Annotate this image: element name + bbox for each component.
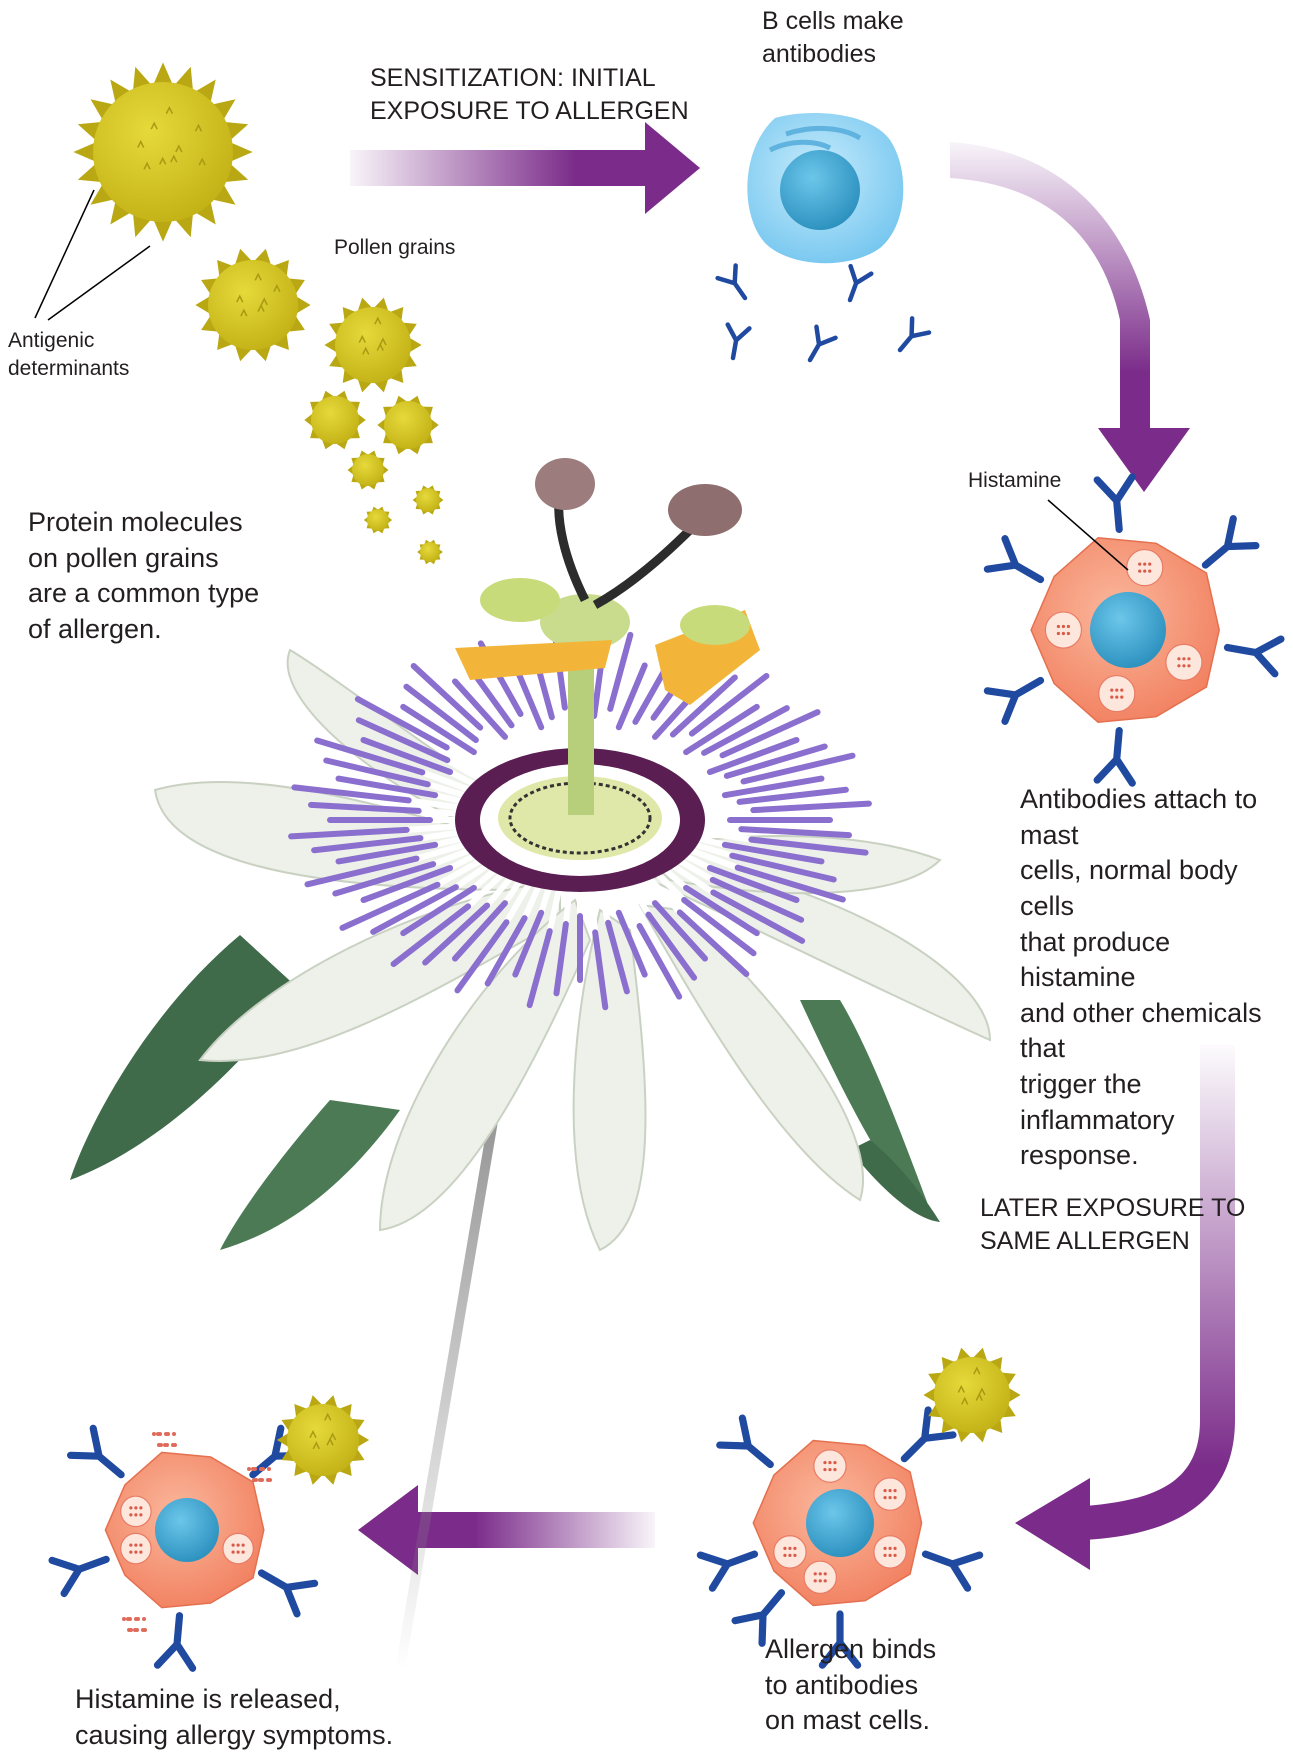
arrow-histamine-release — [358, 1485, 655, 1575]
mast-cell-sensitized — [987, 477, 1281, 783]
pollen-grain — [417, 540, 443, 564]
allergen-pollen-icon — [923, 1348, 1020, 1443]
pollen-grains — [73, 62, 443, 564]
histamine-granule — [121, 1533, 151, 1563]
antibody-icon — [987, 539, 1049, 595]
antibody-icon — [720, 1418, 782, 1478]
antibody-icon — [1097, 729, 1137, 783]
label-histamine: Histamine — [968, 467, 1061, 495]
histamine-granule — [874, 1536, 906, 1568]
released-histamine — [122, 1617, 147, 1632]
histamine-granule — [874, 1478, 906, 1510]
label-sensitization: SENSITIZATION: INITIAL EXPOSURE TO ALLER… — [370, 62, 689, 128]
histamine-granule — [1127, 550, 1163, 586]
antibody-icon — [722, 325, 749, 360]
mast-cell-degranulating — [52, 1395, 369, 1668]
pollen-grain — [304, 391, 365, 449]
antibody-icon — [158, 1614, 198, 1668]
pollen-grain — [348, 451, 389, 490]
label-b-cells: B cells make antibodies — [762, 5, 904, 71]
antibody-icon — [718, 265, 754, 304]
antibody-icon — [253, 1558, 315, 1614]
released-histamine — [152, 1432, 177, 1447]
arrow-sensitization — [350, 122, 700, 214]
antibody-icon — [800, 327, 835, 366]
pollen-grain — [413, 485, 444, 514]
b-cell-nucleus — [780, 150, 860, 230]
mast-cell-nucleus — [806, 1489, 874, 1557]
pollen-grain — [324, 298, 421, 393]
b-cell — [747, 113, 903, 263]
antibody-icon — [1224, 630, 1281, 674]
allergen-pollen-icon — [277, 1395, 369, 1485]
label-allergen-binds: Allergen binds to antibodies on mast cel… — [765, 1632, 936, 1739]
antibody-icon — [840, 266, 872, 304]
pollen-grain — [364, 507, 392, 534]
mast-cell-allergen-bound — [700, 1348, 1020, 1666]
antibody-icon — [892, 318, 929, 357]
label-pollen-grains: Pollen grains — [334, 234, 455, 262]
label-antibodies-attach: Antibodies attach to mast cells, normal … — [1020, 782, 1293, 1174]
mast-cell-nucleus — [1090, 592, 1166, 668]
pollen-grain — [73, 62, 252, 241]
antigenic-pointer-line-1 — [35, 190, 94, 318]
histamine-granule — [804, 1561, 836, 1593]
histamine-granule — [814, 1450, 846, 1482]
label-antigenic-determinants: Antigenic determinants — [8, 327, 129, 382]
pollen-grain — [377, 396, 438, 454]
arrow-curve-to-mast-cell — [950, 142, 1190, 492]
mast-cell-nucleus — [155, 1498, 219, 1562]
antibody-icon — [1194, 519, 1256, 579]
antibody-icon — [700, 1538, 760, 1589]
antibody-icon — [52, 1543, 112, 1594]
free-antibodies — [718, 265, 929, 365]
label-later-exposure: LATER EXPOSURE TO SAME ALLERGEN — [980, 1192, 1245, 1258]
histamine-granule — [1045, 612, 1081, 648]
histamine-granule — [1099, 676, 1135, 712]
antibody-icon — [919, 1538, 979, 1589]
histamine-granule — [774, 1536, 806, 1568]
antibody-icon — [71, 1428, 133, 1488]
antibody-icon — [1097, 477, 1137, 531]
label-histamine-released: Histamine is released, causing allergy s… — [75, 1682, 393, 1753]
pollen-grain — [195, 249, 310, 361]
antibody-icon — [987, 665, 1049, 721]
label-protein-molecules: Protein molecules on pollen grains are a… — [28, 505, 259, 648]
histamine-granule — [1166, 644, 1202, 680]
histamine-granule — [223, 1533, 253, 1563]
histamine-granule — [121, 1496, 151, 1526]
